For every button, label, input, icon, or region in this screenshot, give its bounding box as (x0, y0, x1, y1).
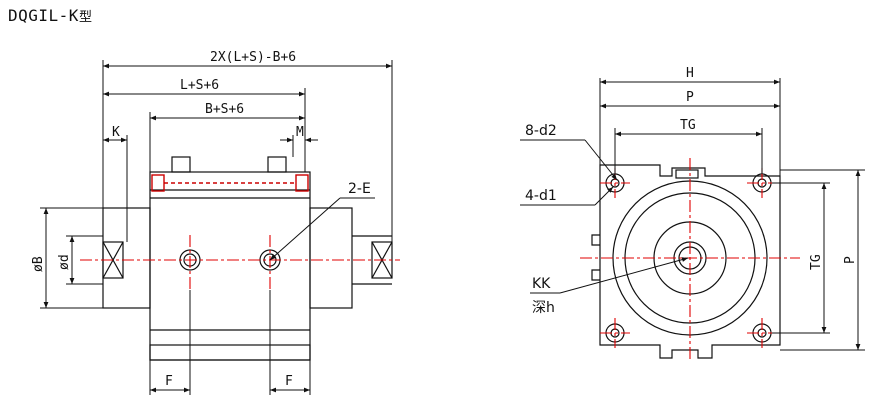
top-stud-right (267, 156, 287, 173)
dim-f-left: F (165, 374, 173, 389)
dim-p-top: P (686, 90, 694, 105)
top-stud-left (171, 156, 191, 173)
model-suffix: 型 (78, 10, 93, 25)
end-cover-outline (599, 164, 781, 359)
dim-phi-b: øB (31, 256, 46, 272)
dim-b-s: B+S+6 (205, 102, 244, 117)
top-rail-hatch (151, 174, 309, 192)
dim-total-length: 2X(L+S)-B+6 (210, 50, 296, 65)
side-dimensions (520, 78, 865, 351)
model-label: DQGIL-K (8, 6, 79, 25)
dim-8-d2: 8-d2 (525, 123, 557, 139)
dim-4-d1: 4-d1 (525, 188, 557, 204)
dim-f-right: F (285, 374, 293, 389)
dim-k: K (112, 125, 120, 140)
dim-phi-d: ød (57, 254, 72, 270)
dim-p-side: P (843, 256, 858, 264)
dim-m: M (296, 125, 304, 140)
dim-h: H (686, 66, 694, 81)
side-view (591, 164, 781, 359)
right-end-cap (309, 207, 353, 309)
dim-tg-top: TG (680, 118, 696, 133)
cylinder-body (149, 171, 311, 361)
dim-l-s: L+S+6 (180, 78, 219, 93)
dim-tg-side: TG (809, 254, 824, 270)
dim-kk: KK (532, 276, 551, 292)
dim-depth-h: 深h (532, 300, 555, 316)
front-dimensions (40, 60, 393, 395)
drawing-title: DQGIL-K型 (8, 6, 92, 25)
front-centerlines (80, 235, 400, 290)
dim-2-e: 2-E (348, 181, 371, 197)
